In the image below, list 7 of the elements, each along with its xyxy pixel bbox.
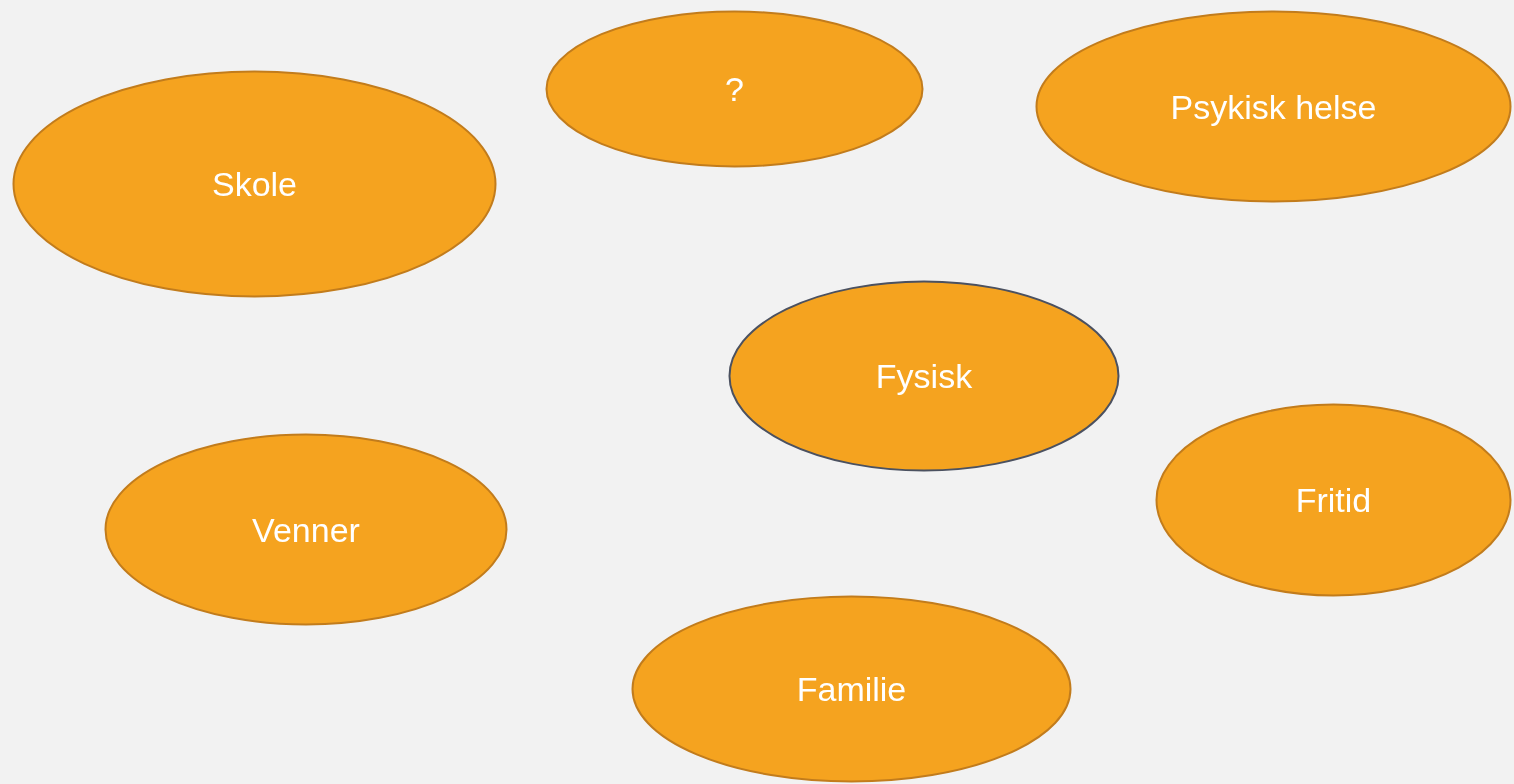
node-label: Fritid <box>1295 483 1372 517</box>
node-label: Fysisk <box>875 359 973 393</box>
node-label: Familie <box>796 672 907 706</box>
node-label: Skole <box>211 167 298 201</box>
node-label: Psykisk helse <box>1170 89 1377 124</box>
node-label: ? <box>725 72 744 106</box>
node-label: Venner <box>252 512 360 547</box>
